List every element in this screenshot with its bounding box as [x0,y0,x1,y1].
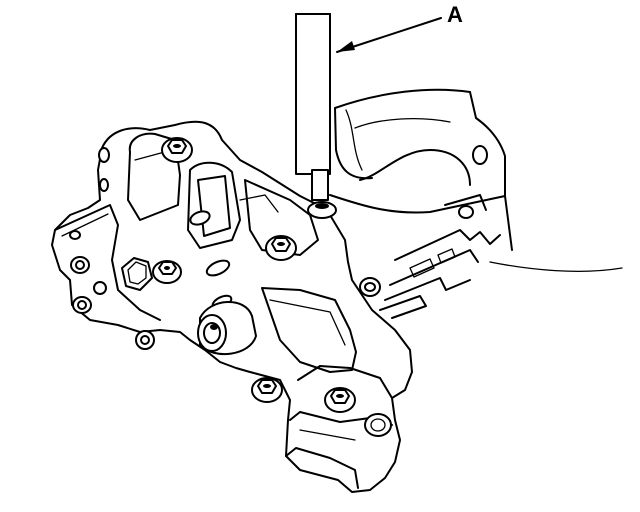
flange-hole-bottom-inner [140,335,150,345]
flange-hole-small [93,281,107,295]
housing-background [329,88,623,272]
slot-upper [205,259,231,277]
bolt-middle [265,235,297,261]
oval-cutouts [121,210,233,310]
callout-leader-a [336,17,442,53]
bottom-boss [364,413,392,437]
bolt-top [161,137,193,163]
arrowhead-icon [337,41,355,52]
left-studs [98,147,110,192]
flange-hole-lower-inner [77,300,87,310]
tool-shaft-body [295,13,331,175]
left-flange [54,204,161,350]
shaft-end [197,301,257,356]
slot-top [189,210,211,226]
bottom-boss-hole [364,413,392,437]
housing-bolt [458,205,474,219]
housing-ribs [359,194,501,319]
flange-hole-top [69,230,81,240]
bolt-bottom-left [251,377,283,403]
callout-label-a: A [447,2,463,27]
housing-boss-bore [364,282,376,292]
housing-hole [472,145,488,165]
flange-hole-upper-inner [75,260,85,270]
bolt-bottom-right [324,387,356,413]
bolt-left [152,260,182,284]
tool-shaft [295,13,337,219]
tool-shaft-tip [311,169,329,201]
bolts [152,137,356,413]
